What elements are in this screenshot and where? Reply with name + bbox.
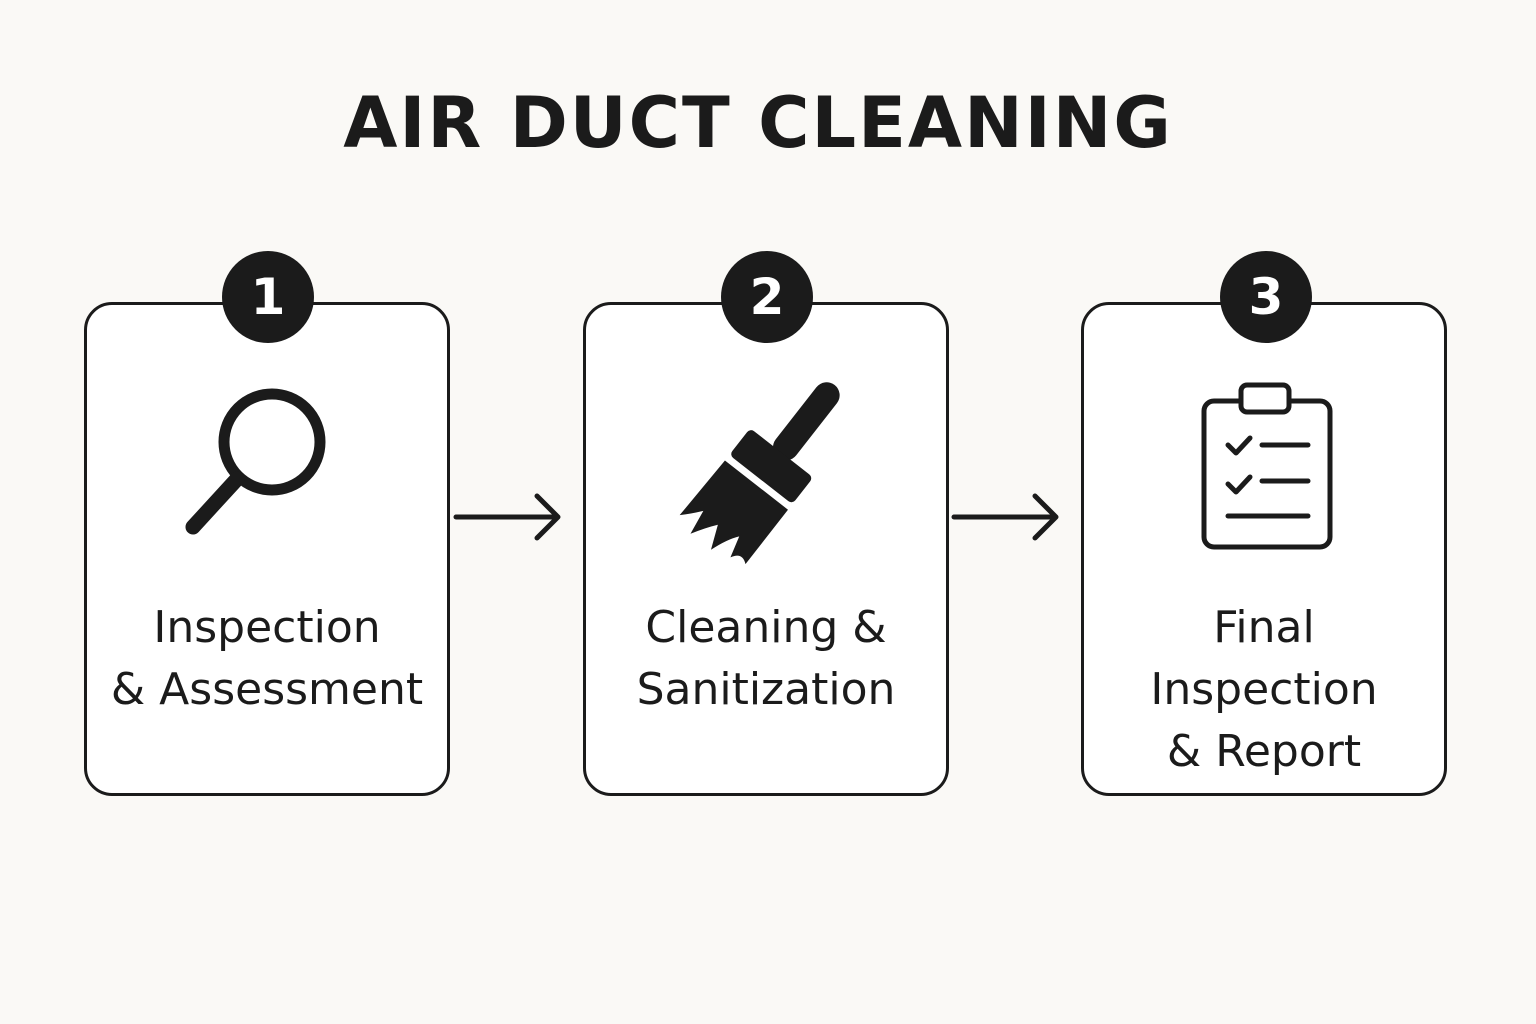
step-label-2: Cleaning & Sanitization: [586, 597, 946, 721]
arrow-right-icon: [453, 493, 561, 541]
step-label-line: Inspection: [1150, 664, 1378, 715]
step-card-1: Inspection & Assessment: [84, 302, 450, 796]
step-card-2: Cleaning & Sanitization: [583, 302, 949, 796]
arrow-right-icon: [951, 493, 1059, 541]
clipboard-checklist-icon: [1201, 382, 1333, 550]
step-label-line: & Assessment: [110, 664, 424, 715]
step-number-badge-1: 1: [222, 251, 314, 343]
diagram-title: AIR DUCT CLEANING: [343, 82, 1173, 164]
step-label-line: Sanitization: [636, 664, 896, 715]
step-number-badge-3: 3: [1220, 251, 1312, 343]
step-label-line: Final: [1213, 602, 1315, 653]
step-label-3: Final Inspection & Report: [1084, 597, 1444, 783]
step-number-badge-2: 2: [721, 251, 813, 343]
magnifying-glass-icon: [185, 388, 326, 535]
paintbrush-icon: [679, 382, 840, 565]
step-label-line: Inspection: [153, 602, 381, 653]
step-label-line: & Report: [1166, 726, 1362, 777]
step-label-1: Inspection & Assessment: [87, 597, 447, 721]
step-label-line: Cleaning &: [645, 602, 887, 653]
